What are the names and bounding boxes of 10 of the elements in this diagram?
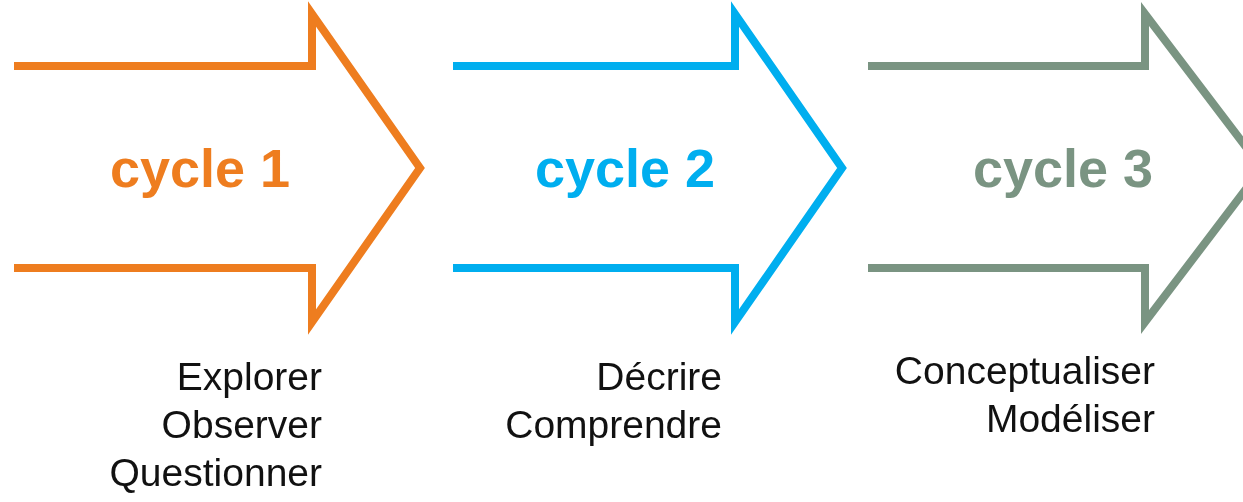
skill-text: Conceptualiser — [894, 348, 1155, 394]
skill-text: Observer — [161, 402, 322, 448]
skill-text: Décrire — [596, 354, 722, 400]
cycle-label: cycle 2 — [534, 137, 716, 199]
skill-text: Comprendre — [505, 402, 722, 448]
skill-text: Explorer — [176, 354, 322, 400]
cycle-label: cycle 3 — [972, 137, 1154, 199]
cycle-label: cycle 1 — [109, 137, 291, 199]
skill-text: Modéliser — [985, 396, 1155, 442]
skill-text: Questionner — [109, 450, 322, 496]
